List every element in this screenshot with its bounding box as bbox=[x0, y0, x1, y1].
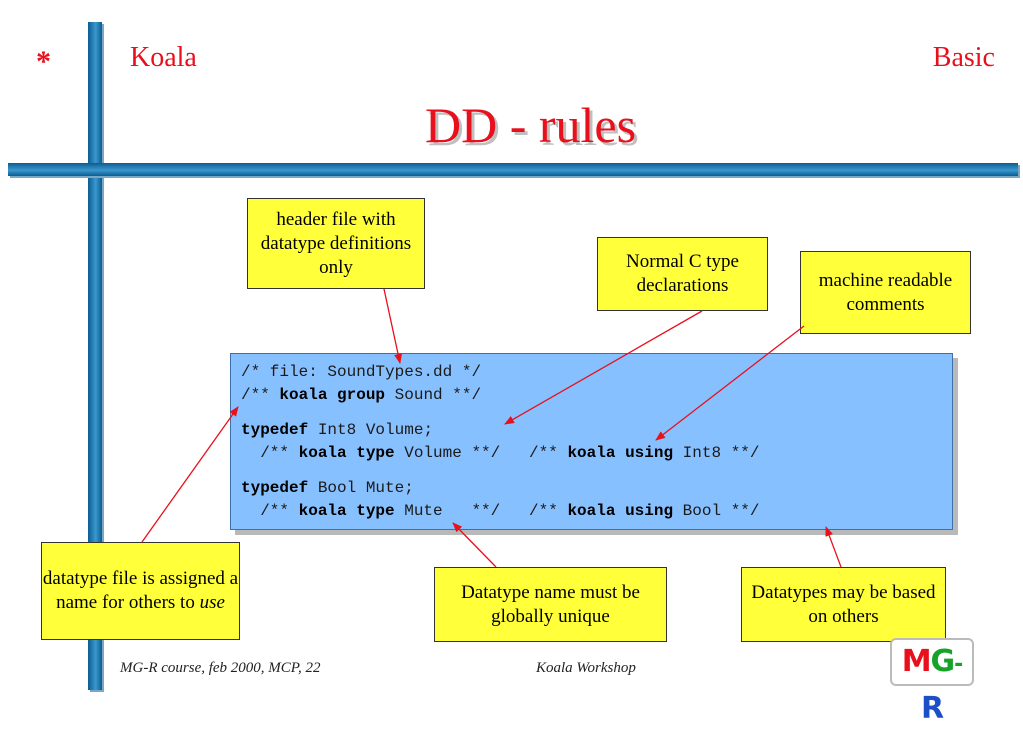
code-text: /** bbox=[241, 444, 299, 462]
logo-g: G bbox=[930, 644, 956, 679]
note-text: Datatypes may be based on others bbox=[751, 581, 936, 627]
code-keyword: koala using bbox=[567, 444, 674, 462]
code-text: /** bbox=[241, 502, 299, 520]
header-left: Koala bbox=[130, 42, 197, 73]
note-machine-readable: machine readable comments bbox=[800, 251, 971, 334]
code-line: /* file: SoundTypes.dd */ bbox=[241, 363, 482, 381]
note-based: Datatypes may be based on others bbox=[741, 567, 946, 642]
code-text: /** bbox=[241, 386, 280, 404]
code-text: Mute **/ /** bbox=[394, 502, 568, 520]
code-block: /* file: SoundTypes.dd */ /** koala grou… bbox=[230, 353, 953, 530]
arrow-header-file bbox=[383, 288, 403, 364]
code-text: Bool Mute; bbox=[308, 479, 414, 497]
note-text: header file with datatype definitions on… bbox=[260, 208, 412, 278]
logo-r: R bbox=[920, 691, 944, 726]
arrow-based bbox=[825, 526, 842, 568]
code-keyword: koala group bbox=[279, 386, 386, 404]
footer-workshop: Koala Workshop bbox=[536, 660, 636, 676]
header-right: Basic bbox=[932, 42, 995, 73]
code-keyword: typedef bbox=[241, 479, 309, 497]
code-text: Bool **/ bbox=[673, 502, 760, 520]
note-unique: Datatype name must be globally unique bbox=[434, 567, 667, 642]
bullet-star: * bbox=[36, 45, 51, 78]
note-text: Normal C type declarations bbox=[626, 251, 739, 296]
code-keyword: koala type bbox=[298, 444, 395, 462]
code-keyword: koala type bbox=[298, 502, 395, 520]
logo-m: M bbox=[901, 644, 932, 679]
code-keyword: typedef bbox=[241, 421, 309, 439]
note-text: Datatype name must be globally unique bbox=[461, 581, 640, 627]
code-keyword: koala using bbox=[567, 502, 674, 520]
arrow-datatype-file bbox=[141, 406, 239, 543]
note-datatype-file: datatype file is assigned a name for oth… bbox=[41, 542, 240, 640]
logo-dash: - bbox=[954, 652, 963, 677]
footer-course: MG-R course, feb 2000, MCP, 22 bbox=[120, 660, 321, 676]
horizontal-bar bbox=[8, 163, 1018, 176]
note-normal-c: Normal C type declarations bbox=[597, 237, 768, 311]
note-text: datatype file is assigned a name for oth… bbox=[42, 567, 239, 615]
code-text: Int8 **/ bbox=[673, 444, 760, 462]
note-header-file: header file with datatype definitions on… bbox=[247, 198, 425, 289]
note-text-italic: use bbox=[199, 592, 225, 613]
slide-title: DD - rules bbox=[425, 97, 637, 153]
note-text-part: datatype file is assigned a name for oth… bbox=[42, 568, 239, 613]
code-text: Sound **/ bbox=[385, 386, 482, 404]
mgr-logo: MG-R bbox=[890, 638, 974, 726]
note-text: machine readable comments bbox=[818, 269, 953, 315]
vertical-bar bbox=[88, 22, 102, 690]
code-text: Volume **/ /** bbox=[394, 444, 568, 462]
code-text: Int8 Volume; bbox=[308, 421, 434, 439]
